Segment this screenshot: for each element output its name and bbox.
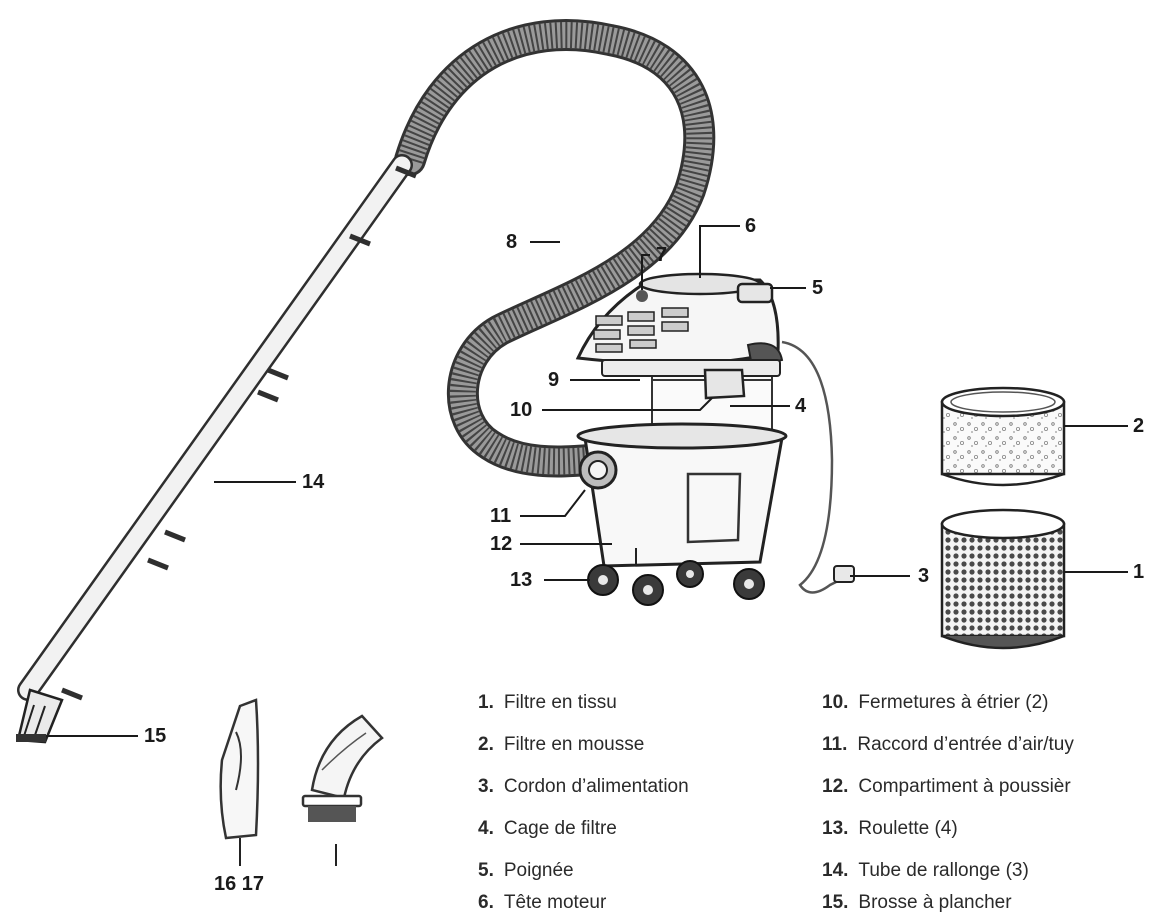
floor-brush xyxy=(16,688,64,744)
callout-7: 7 xyxy=(656,244,668,266)
callout-10: 10 xyxy=(510,399,533,421)
callout-15: 15 xyxy=(144,725,167,747)
crevice-tool xyxy=(219,698,260,866)
extension-tube xyxy=(17,154,417,701)
legend-item-3: 3.Cordon d’alimentation xyxy=(478,776,689,797)
casters xyxy=(587,560,765,606)
callout-3: 3 xyxy=(918,565,930,587)
legend-item-14: 14.Tube de rallonge (3) xyxy=(822,860,1029,881)
callout-1: 1 xyxy=(1133,561,1145,583)
callout-6: 6 xyxy=(745,215,757,237)
callout-5: 5 xyxy=(812,277,824,299)
callout-8: 8 xyxy=(506,231,518,253)
legend-item-1: 1.Filtre en tissu xyxy=(478,692,617,713)
legend-item-15: 15.Brosse à plancher xyxy=(822,892,1012,913)
motor-head xyxy=(575,272,784,368)
callout-9: 9 xyxy=(548,369,560,391)
callout-4: 4 xyxy=(795,395,807,417)
legend-item-4: 4.Cage de filtre xyxy=(478,818,617,839)
dust-tank xyxy=(576,422,788,568)
leader-lines xyxy=(46,225,1128,737)
parts-legend-left: 1.Filtre en tissu 2.Filtre en mousse 3.C… xyxy=(478,692,798,917)
legend-item-5: 5.Poignée xyxy=(478,860,574,881)
filter-cage xyxy=(601,359,781,431)
power-cord xyxy=(781,340,855,594)
legend-item-2: 2.Filtre en mousse xyxy=(478,734,645,755)
callout-13: 13 xyxy=(510,569,533,591)
legend-item-11: 11.Raccord d’entrée d’air/tuy xyxy=(822,734,1074,755)
callout-2: 2 xyxy=(1133,415,1145,437)
parts-legend-right: 10.Fermetures à étrier (2) 11.Raccord d’… xyxy=(822,692,1157,917)
callout-14: 14 xyxy=(302,471,325,493)
legend-item-13: 13.Roulette (4) xyxy=(822,818,958,839)
hose xyxy=(394,19,716,478)
callout-11: 11 xyxy=(490,505,512,527)
callout-16-17: 16 17 xyxy=(214,873,265,895)
legend-item-6: 6.Tête moteur xyxy=(478,892,607,913)
foam-filter xyxy=(940,386,1066,487)
dusting-brush xyxy=(301,714,384,866)
legend-item-10: 10.Fermetures à étrier (2) xyxy=(822,692,1049,713)
cloth-filter xyxy=(940,508,1066,650)
legend-item-12: 12.Compartiment à poussièr xyxy=(822,776,1071,797)
callout-12: 12 xyxy=(490,533,513,555)
